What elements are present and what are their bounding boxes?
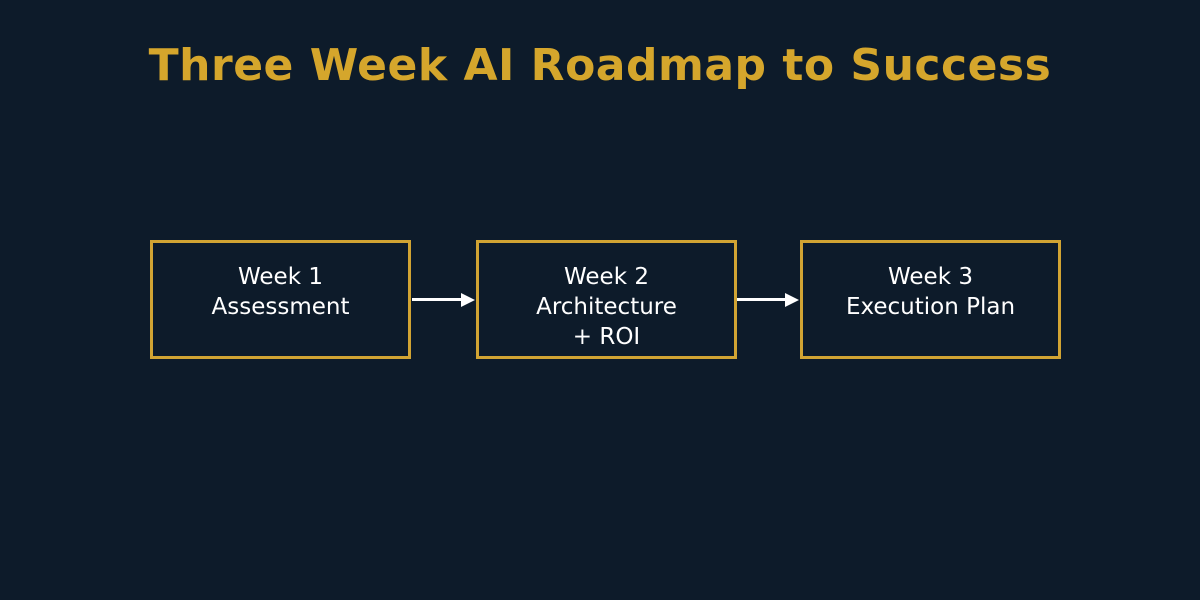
week2-box-line2: Architecture xyxy=(536,294,677,320)
arrow-shaft xyxy=(412,298,461,301)
week3-box: Week 3 Execution Plan xyxy=(800,240,1061,359)
week1-box: Week 1 Assessment xyxy=(150,240,411,359)
arrow-shaft xyxy=(737,298,785,301)
page-title: Three Week AI Roadmap to Success xyxy=(148,40,1052,91)
week2-box: Week 2 Architecture + ROI xyxy=(476,240,737,359)
week3-box-line2: Execution Plan xyxy=(845,294,1016,320)
week1-box-line2: Assessment xyxy=(211,294,350,320)
week2-box-line1: Week 2 xyxy=(564,264,649,290)
week1-box-line1: Week 1 xyxy=(238,264,323,290)
arrow-head xyxy=(461,292,475,307)
week2-box-line3: + ROI xyxy=(572,324,641,350)
arrow-head xyxy=(785,292,799,307)
right-arrow-icon xyxy=(412,291,475,308)
week3-box-line1: Week 3 xyxy=(888,264,973,290)
right-arrow-icon xyxy=(737,291,799,308)
